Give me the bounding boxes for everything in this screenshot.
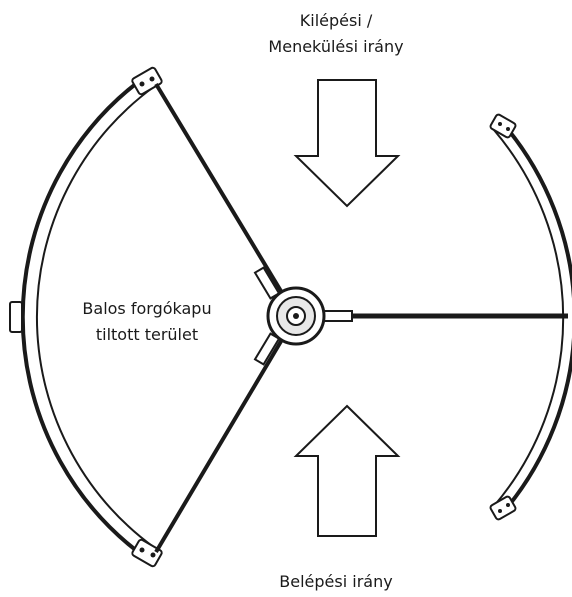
forbidden-area-line2: tiltott terület — [95, 325, 199, 344]
right-rail-top-hole-2 — [506, 127, 510, 131]
left-rail-top-hole-2 — [149, 76, 155, 82]
right-rail-bottom-hole — [498, 509, 502, 513]
arm-upper-left — [154, 82, 298, 318]
entry-direction-label: Belépési irány — [236, 569, 436, 595]
left-rail — [9, 66, 163, 568]
left-rail-bottom-cap — [131, 538, 163, 568]
exit-direction-label: Kilépési / Menekülési irány — [236, 8, 436, 60]
left-rail-bottom-hole-2 — [150, 552, 156, 558]
entry-direction-arrow — [293, 404, 401, 537]
entry-label-text: Belépési irány — [279, 572, 393, 591]
exit-label-line2: Menekülési irány — [268, 37, 404, 56]
right-rail-bottom-hole-2 — [506, 503, 510, 507]
left-rail-mid-joint — [9, 301, 23, 333]
turnstile-hub — [266, 286, 326, 346]
left-rail-top-hole — [139, 81, 145, 87]
left-rail-top-cap — [131, 66, 163, 96]
hub-center-bolt — [293, 313, 299, 319]
right-rail-bottom-cap — [489, 495, 517, 521]
exit-label-line1: Kilépési / — [299, 11, 373, 30]
right-rail-top-hole — [498, 122, 502, 126]
right-rail-outer-arc — [498, 118, 572, 518]
arm-lower-left — [154, 314, 298, 554]
exit-direction-arrow — [293, 79, 401, 208]
right-rail-top-cap — [489, 113, 517, 139]
turnstile-arms — [154, 82, 568, 554]
forbidden-area-line1: Balos forgókapu — [82, 299, 212, 318]
left-rail-bottom-hole — [139, 547, 145, 553]
forbidden-area-label: Balos forgókapu tiltott terület — [52, 296, 242, 348]
left-rail-inner-arc — [36, 85, 156, 549]
